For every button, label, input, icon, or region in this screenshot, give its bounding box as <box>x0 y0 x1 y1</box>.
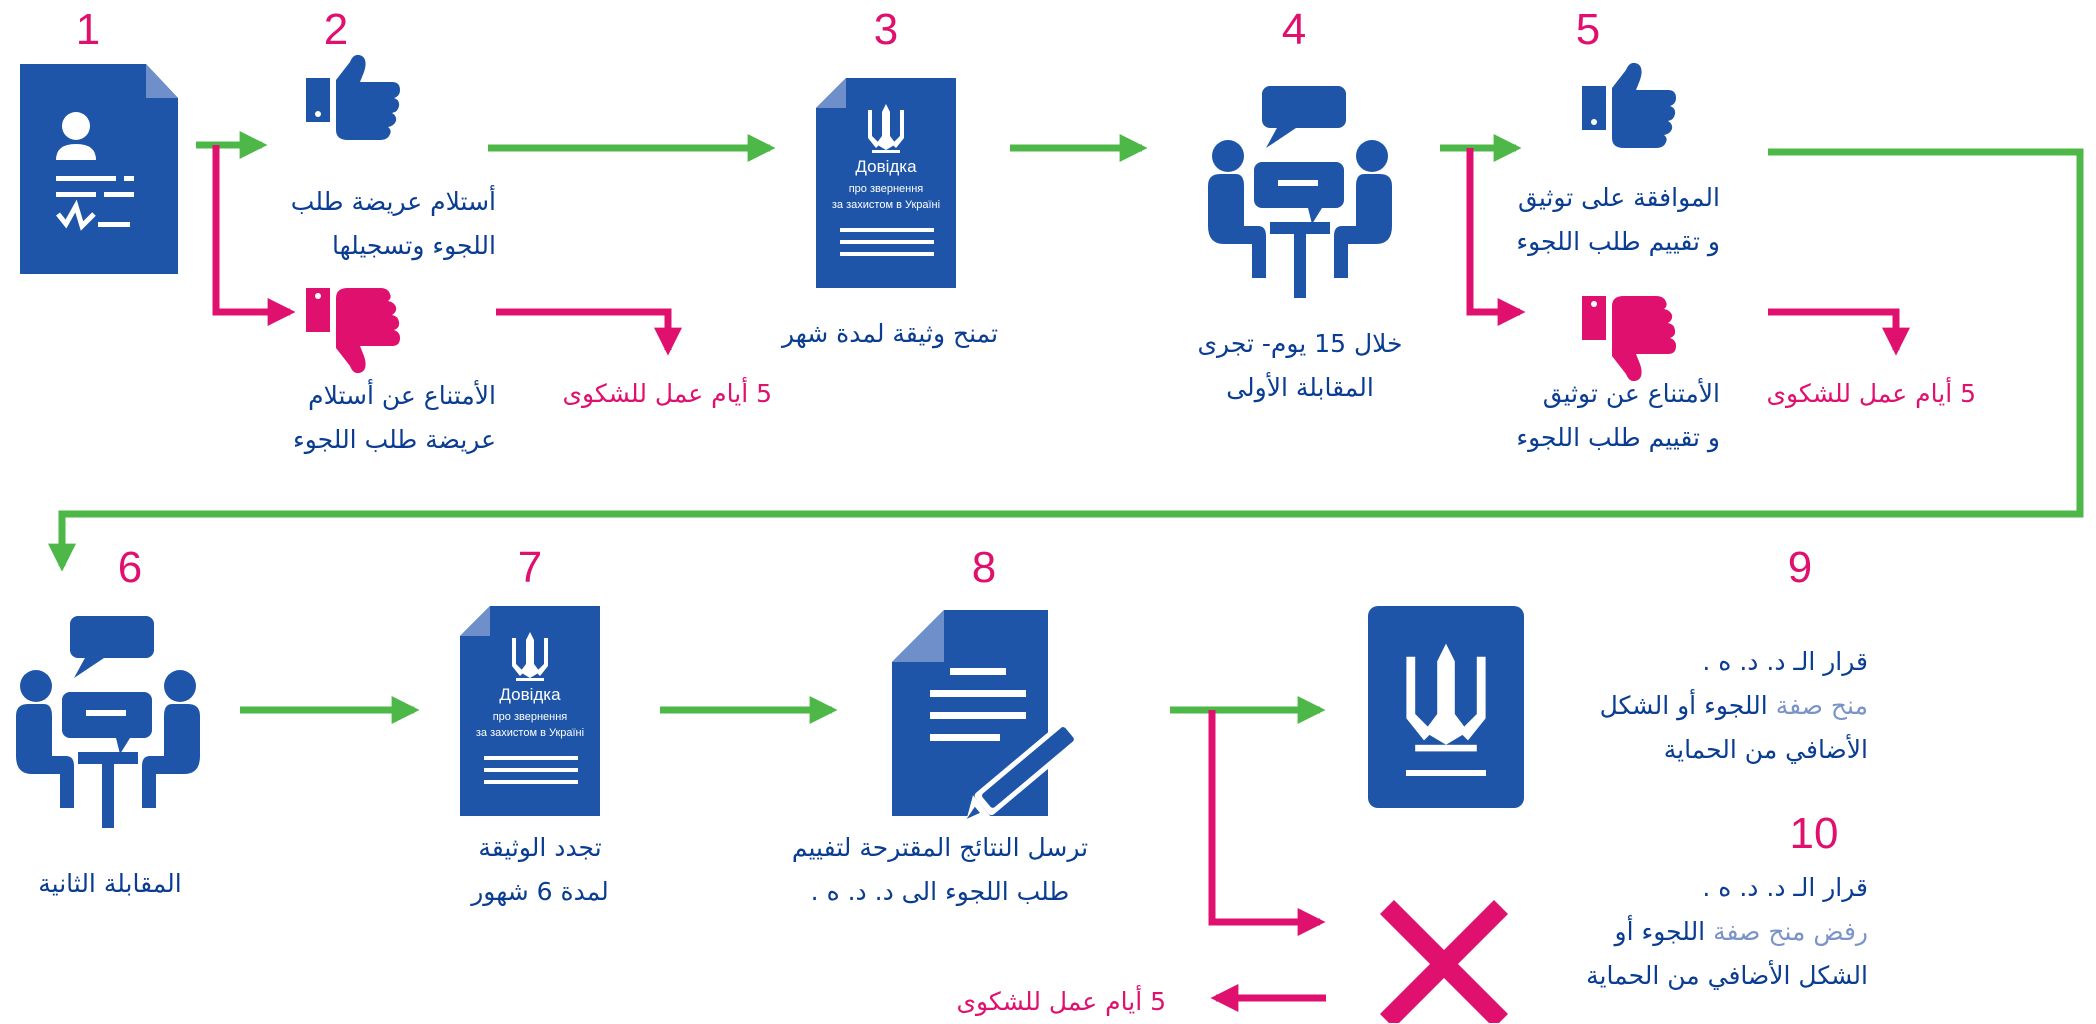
step-2-reject-text: الأمتناع عن أستلام عريضة طلب اللجوء <box>292 381 496 454</box>
step-7-caption: تجدد الوثيقة لمدة 6 شهور <box>471 833 609 906</box>
svg-text:про звернення: про звернення <box>849 183 924 195</box>
meeting-icon <box>16 616 200 828</box>
arrow-2-complaint <box>496 308 682 356</box>
arrow-8-10 <box>1208 710 1326 936</box>
step-2-accept-text: أستلام عريضة طلب اللجوء وتسجيلها <box>290 187 496 260</box>
arrow-5-6 <box>48 148 2084 572</box>
cross-mark-icon <box>1380 900 1508 1023</box>
step-10-complaint-text: 5 أيام عمل للشكوى <box>956 987 1166 1016</box>
step-number-7: 7 <box>517 543 543 592</box>
thumbs-down-icon <box>1582 296 1676 382</box>
step-number-4: 4 <box>1281 5 1307 54</box>
step-10-decision-text: قرار الـ د. د. ه . رفض منح صفة اللجوء أو… <box>1586 873 1868 990</box>
step-2-complaint-text: 5 أيام عمل للشكوى <box>562 379 772 408</box>
arrow-1-2-reject <box>212 145 296 326</box>
step-5-complaint-text: 5 أيام عمل للشكوى <box>1766 379 1976 408</box>
trident-document-icon <box>1368 606 1524 808</box>
svg-text:за захистом в Україні: за захистом в Україні <box>832 199 940 211</box>
step-5-reject-text: الأمتناع عن توثيق و تقييم طلب اللجوء <box>1516 379 1720 452</box>
step-number-5: 5 <box>1575 5 1601 54</box>
svg-text:Довідка: Довідка <box>499 685 561 704</box>
arrow-4-5-reject <box>1466 148 1526 326</box>
step-number-9: 9 <box>1787 543 1813 592</box>
thumbs-down-icon <box>306 288 400 374</box>
step-number-2: 2 <box>323 5 349 54</box>
person-document-icon <box>20 64 178 274</box>
arrow-5-complaint <box>1768 308 1910 356</box>
step-8-caption: ترسل النتائج المقترحة لتفييم طلب اللجوء … <box>791 833 1089 906</box>
thumbs-up-icon <box>306 54 400 140</box>
meeting-icon <box>1208 86 1392 298</box>
step-number-1: 1 <box>75 5 101 54</box>
step-number-3: 3 <box>873 5 899 54</box>
step-number-6: 6 <box>117 543 143 592</box>
thumbs-up-icon <box>1582 62 1676 148</box>
step-number-8: 8 <box>971 543 997 592</box>
step-9-decision-text: قرار الـ د. د. ه . منح صفة اللجوء أو الش… <box>1599 647 1868 764</box>
step-4-caption: خلال 15 يوم- تجرى المقابلة الأولى <box>1197 329 1403 402</box>
step-6-caption: المقابلة الثانية <box>38 869 182 898</box>
svg-text:Довідка: Довідка <box>855 157 917 176</box>
step-number-10: 10 <box>1789 809 1839 858</box>
doc-label-3: Довідка про звернення за захистом в Укра… <box>832 157 940 211</box>
doc-label-7: Довідка про звернення за захистом в Укра… <box>476 685 584 739</box>
step-5-accept-text: الموافقة على توثيق و تقييم طلب اللجوء <box>1516 183 1720 256</box>
step-3-caption: تمنح وثيقة لمدة شهر <box>781 319 999 348</box>
svg-text:про звернення: про звернення <box>493 711 568 723</box>
svg-text:за захистом в Україні: за захистом в Україні <box>476 727 584 739</box>
signing-document-icon <box>892 610 1082 819</box>
